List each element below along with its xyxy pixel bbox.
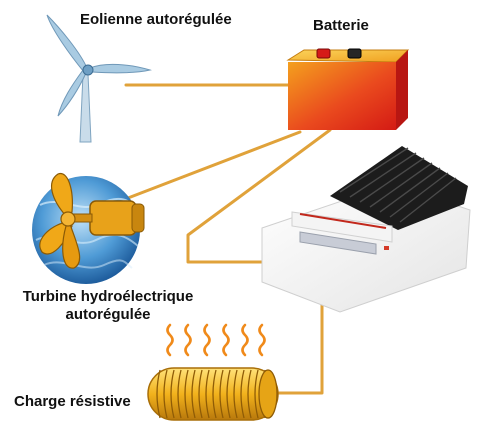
heat-waves [166, 323, 266, 357]
turbine-generator-cap [131, 203, 145, 233]
charge-controller-icon [261, 146, 471, 313]
propeller-blade [62, 223, 81, 269]
battery-side [396, 50, 408, 130]
coil-turns [156, 369, 266, 419]
propeller-hub [60, 211, 76, 227]
heatsink-fins [339, 147, 457, 223]
controller-front-panel [291, 211, 393, 243]
battery-front [288, 62, 396, 130]
wiring [124, 83, 332, 395]
hydro-turbine-icon [32, 172, 145, 284]
coil-end [258, 369, 278, 419]
controller-red-stripe [299, 213, 387, 229]
controller-heatsink [330, 146, 468, 230]
battery-label: Batterie [313, 17, 369, 34]
wind-turbine-blade [89, 63, 152, 74]
water-wave [43, 259, 133, 269]
controller-status-led [384, 246, 389, 250]
resistive-load-label: Charge résistive [14, 393, 131, 410]
hydro-turbine-label-line2: autorégulée [65, 306, 151, 323]
wind-turbine-tower [79, 73, 92, 143]
propeller-blade [50, 172, 73, 217]
heating-coil-icon [147, 323, 279, 421]
battery-terminal-positive [316, 48, 331, 59]
hydro-turbine-label-line1: Turbine hydroélectrique [22, 288, 194, 305]
wire-controller-to-load [276, 288, 324, 395]
turbine-generator-body [89, 200, 137, 236]
hydro-turbine-label: Turbine hydroélectrique autorégulée [4, 288, 212, 324]
wind-turbine-icon [46, 14, 152, 143]
wire-hydro-to-battery [126, 130, 302, 200]
controller-display [299, 231, 377, 255]
wind-turbine-hub [82, 64, 94, 76]
wind-turbine-blade [57, 69, 87, 117]
battery-terminal-negative [347, 48, 362, 59]
wind-turbine-blade [46, 14, 88, 73]
wind-turbine-label: Eolienne autorégulée [80, 11, 232, 28]
wire-battery-to-controller [186, 128, 332, 264]
battery-icon [286, 48, 410, 130]
